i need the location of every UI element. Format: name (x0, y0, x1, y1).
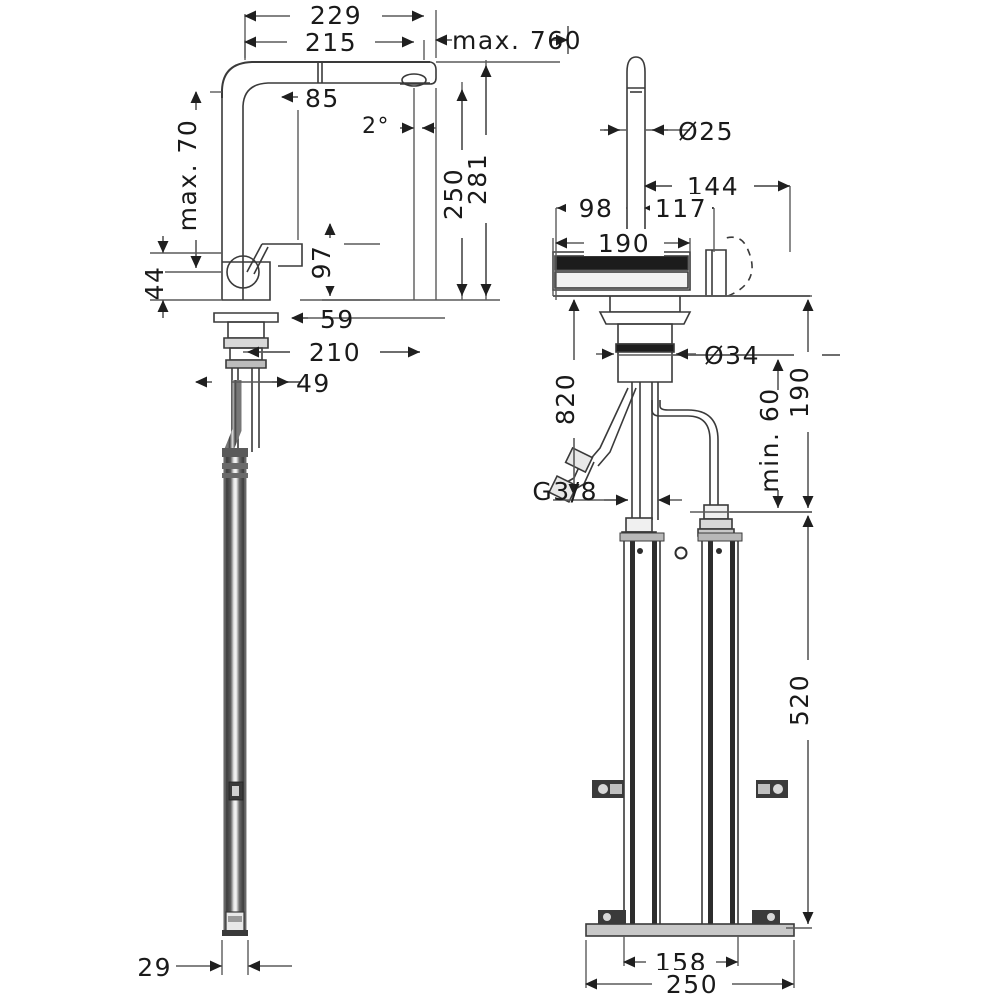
mid-mounting-bracket-left (592, 780, 624, 798)
dim-label-85: 85 (305, 84, 340, 113)
dim-dia-25: Ø25 (604, 117, 734, 146)
dim-98: 98 (557, 194, 627, 223)
left-view-pullout-hose (222, 380, 248, 936)
dim-520-vertical: 520 (785, 515, 822, 924)
dim-label-max-760: max. 760 (452, 26, 582, 55)
dim-label-dia-34: Ø34 (704, 341, 760, 370)
dim-label-117: 117 (655, 194, 707, 223)
dim-44-vertical: 44 (140, 236, 169, 318)
dim-label-250: 250 (439, 168, 468, 220)
dim-250-bottom: 250 (585, 970, 794, 999)
dim-max-760: max. 760 (435, 26, 582, 55)
dim-59: 59 (291, 305, 355, 334)
dim-label-44: 44 (140, 266, 169, 301)
dim-117: 117 (644, 194, 714, 223)
dim-label-229: 229 (310, 1, 362, 30)
dim-label-190-top: 190 (598, 229, 650, 258)
dim-label-210: 210 (309, 338, 361, 367)
dim-label-520: 520 (785, 674, 814, 726)
dim-97-vertical: 97 (307, 223, 344, 296)
base-bracket-right (752, 910, 780, 924)
dim-label-dia-25: Ø25 (678, 117, 734, 146)
dim-label-250-bottom: 250 (666, 970, 718, 999)
mid-mounting-bracket-right (756, 780, 788, 798)
right-view-mounting-rails (585, 532, 795, 937)
dim-dia-34: Ø34 (596, 341, 760, 370)
dim-label-215: 215 (305, 28, 357, 57)
dim-label-2deg: 2° (362, 114, 390, 139)
dim-label-max-70: max. 70 (173, 119, 202, 232)
dim-85: 85 (281, 84, 340, 113)
dim-label-59: 59 (320, 305, 355, 334)
dim-label-97: 97 (307, 245, 336, 280)
dim-215: 215 (244, 28, 414, 57)
dim-210: 210 (247, 338, 420, 367)
dim-g38: G3/8 (532, 477, 682, 506)
base-bracket-left (598, 910, 626, 924)
dim-281-vertical: 281 (463, 65, 500, 296)
dim-2-degrees: 2° (362, 114, 436, 139)
base-plate (585, 923, 795, 937)
dim-229: 229 (244, 1, 424, 30)
dim-49: 49 (195, 369, 331, 398)
dim-label-29: 29 (137, 953, 172, 982)
dim-label-min-60: min. 60 (755, 387, 784, 492)
dim-label-g38: G3/8 (532, 477, 598, 506)
dim-250-vertical: 250 (439, 89, 476, 296)
dim-190-right-vertical: 190 (785, 299, 822, 508)
dim-label-49: 49 (296, 369, 331, 398)
dim-29: 29 (137, 953, 292, 982)
dim-min-60-vertical: min. 60 (755, 359, 792, 508)
dim-label-98: 98 (579, 194, 614, 223)
left-side-elevation-geometry (213, 61, 437, 460)
dim-max-70-vertical: max. 70 (173, 91, 210, 268)
dim-label-820: 820 (551, 373, 580, 425)
dim-820-vertical: 820 (551, 299, 588, 496)
hose-body (224, 455, 246, 930)
dim-label-190-right: 190 (785, 366, 814, 418)
dim-190-top: 190 (555, 229, 690, 258)
right-front-elevation-geometry (548, 56, 810, 541)
dim-label-281: 281 (463, 153, 492, 205)
